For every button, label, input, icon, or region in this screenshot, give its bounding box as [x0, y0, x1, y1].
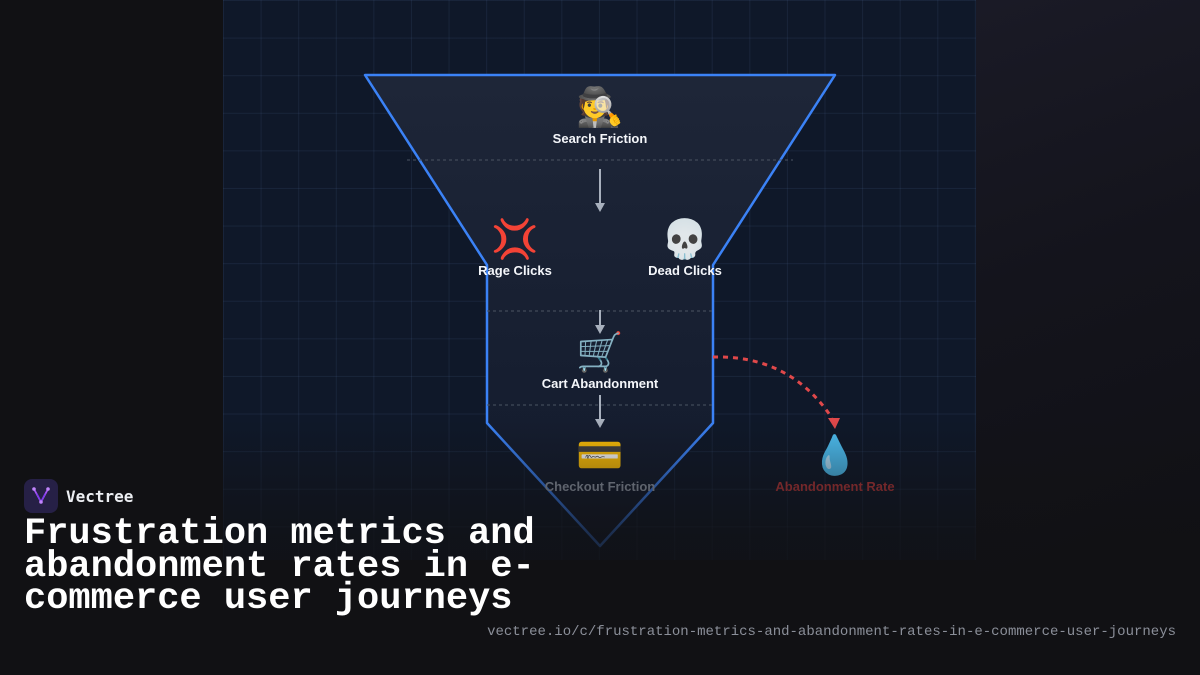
stage-abandonment-rate: 💧 Abandonment Rate — [775, 434, 894, 494]
stage-label: Checkout Friction — [544, 479, 656, 494]
vectree-logo-icon — [24, 479, 58, 513]
flow-arrow — [595, 169, 605, 212]
droplet-icon: 💧 — [811, 435, 859, 477]
stage-label: Rage Clicks — [478, 263, 552, 278]
credit-card-icon: 💳 — [576, 435, 624, 477]
article-url[interactable]: vectree.io/c/frustration-metrics-and-aba… — [487, 624, 1176, 640]
stage-label: Cart Abandonment — [541, 376, 659, 391]
stage-cart-abandonment: 🛒 Cart Abandonment — [542, 331, 659, 391]
page-title: Frustration metrics and abandonment rate… — [24, 513, 535, 620]
abandonment-arrow — [712, 355, 840, 429]
flow-arrow — [595, 310, 605, 334]
detective-icon: 🕵️ — [576, 87, 624, 129]
anger-icon: 💢 — [491, 219, 539, 261]
stage-label: Dead Clicks — [648, 263, 722, 278]
stage-rage-clicks: 💢 Rage Clicks — [478, 218, 552, 278]
brand-name: Vectree — [66, 486, 134, 506]
cart-icon: 🛒 — [576, 332, 624, 374]
stage-search-friction: 🕵️ Search Friction — [553, 86, 648, 146]
stage-label: Search Friction — [552, 131, 648, 146]
stage-label: Abandonment Rate — [775, 479, 895, 494]
stage-dead-clicks: 💀 Dead Clicks — [648, 218, 722, 278]
brand: Vectree — [24, 479, 133, 513]
stage-checkout-friction: 💳 Checkout Friction — [545, 434, 656, 494]
skull-icon: 💀 — [661, 219, 709, 261]
